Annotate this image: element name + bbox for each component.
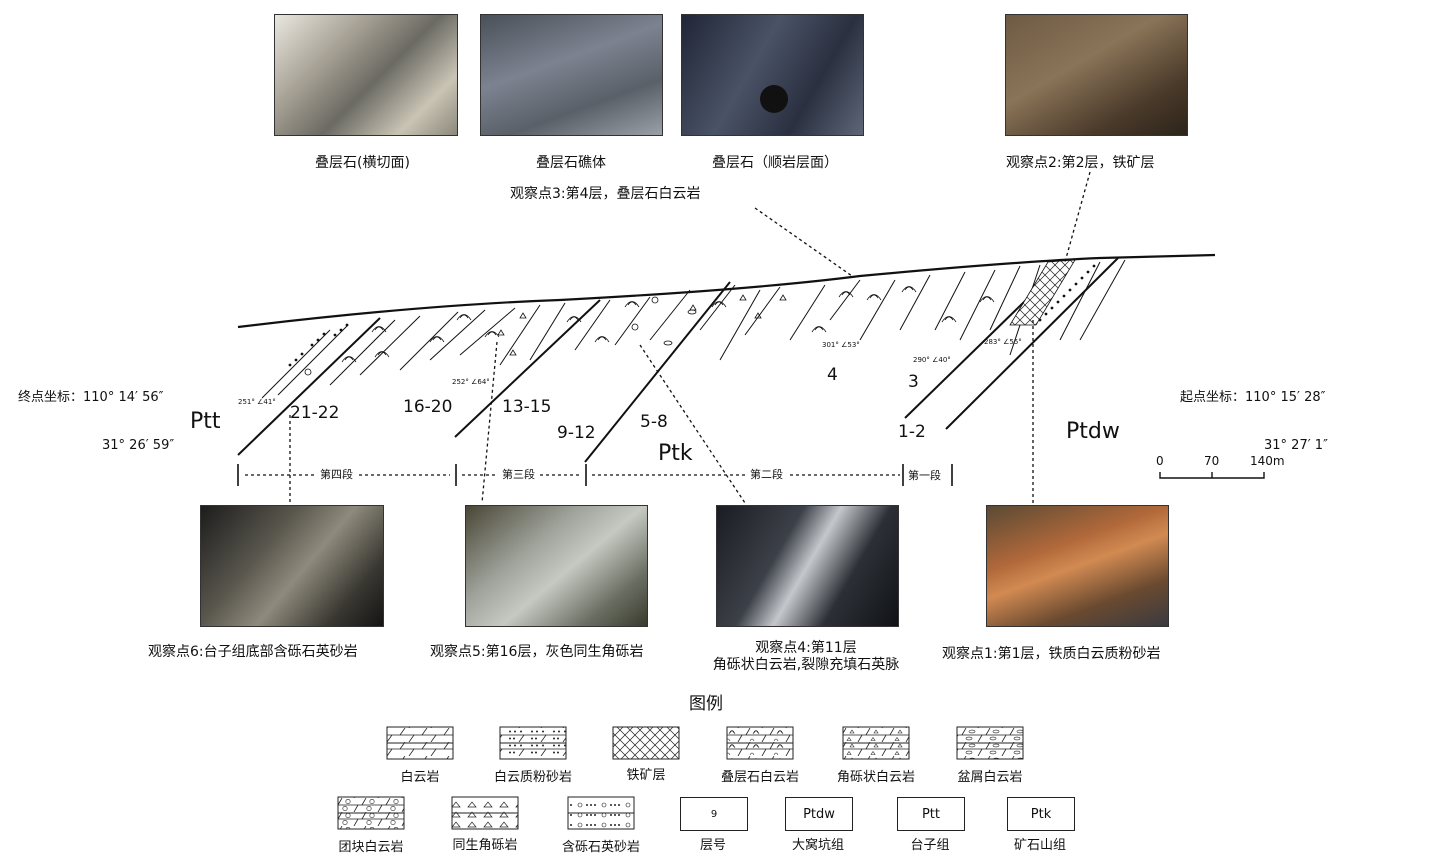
segment-1: 第一段 bbox=[904, 467, 945, 483]
legend-box-layer-number: 9 bbox=[680, 797, 748, 831]
legend-iron-layer: 铁矿层 bbox=[626, 768, 666, 783]
scale-tick-70: 70 bbox=[1204, 454, 1220, 468]
legend-patterns bbox=[337, 726, 1024, 830]
layer-16-20: 16-20 bbox=[403, 397, 453, 417]
section-symbols bbox=[304, 286, 995, 376]
legend-brecciated-dolomite: 角砾状白云岩 bbox=[836, 770, 915, 785]
caption-obs-point-2: 观察点2:第2层，铁矿层 bbox=[1006, 155, 1155, 171]
scale-tick-0: 0 bbox=[1156, 454, 1164, 468]
legend-kuangshishan-fm: 矿石山组 bbox=[1013, 838, 1066, 853]
segment-2: 第二段 bbox=[746, 466, 787, 482]
layer-1-2: 1-2 bbox=[898, 422, 926, 442]
caption-obs-point-3: 观察点3:第4层，叠层石白云岩 bbox=[510, 186, 701, 202]
layer-13-15: 13-15 bbox=[502, 397, 552, 417]
segment-3: 第三段 bbox=[498, 466, 539, 482]
formation-ptdw: Ptdw bbox=[1066, 419, 1120, 444]
terrain-line bbox=[237, 253, 1216, 329]
caption-obs-point-5: 观察点5:第16层，灰色同生角砾岩 bbox=[430, 644, 644, 660]
layer-4: 4 bbox=[827, 365, 838, 385]
photo-obs-point-1 bbox=[986, 505, 1169, 627]
caption-stromatolite-bedding: 叠层石（顺岩层面） bbox=[712, 155, 838, 171]
scale-bar bbox=[1159, 472, 1265, 479]
lens-cap-icon bbox=[760, 85, 788, 113]
photo-obs-point-6 bbox=[200, 505, 384, 627]
layer-3: 3 bbox=[908, 372, 919, 392]
attitude-2: 252° ∠64° bbox=[452, 378, 490, 386]
scale-tick-140: 140m bbox=[1250, 454, 1285, 468]
formation-ptk: Ptk bbox=[658, 441, 693, 466]
photo-obs-point-5 bbox=[465, 505, 648, 627]
legend-box-ptk: Ptk bbox=[1007, 797, 1075, 831]
photo-stromatolite-cross-section bbox=[274, 14, 458, 136]
caption-obs-point-1: 观察点1:第1层，铁质白云质粉砂岩 bbox=[942, 646, 1161, 662]
conglomerate-dots bbox=[288, 264, 1096, 367]
legend-title: 图例 bbox=[689, 694, 723, 714]
iron-layer-zone bbox=[1009, 259, 1076, 326]
legend-gravel-quartz-sandstone: 含砾石英砂岩 bbox=[561, 840, 640, 855]
start-point-coords: 起点坐标：110° 15′ 28″ 31° 27′ 1″ bbox=[1180, 390, 1328, 453]
layer-9-12: 9-12 bbox=[557, 423, 596, 443]
bedding-strokes bbox=[261, 259, 1126, 399]
legend-dolomite: 白云岩 bbox=[400, 770, 440, 785]
legend-stromatolite-dolomite: 叠层石白云岩 bbox=[720, 770, 799, 785]
legend-lump-dolomite: 团块白云岩 bbox=[338, 840, 404, 855]
caption-obs-point-4: 观察点4:第11层 角砾状白云岩,裂隙充填石英脉 bbox=[712, 640, 900, 673]
photo-iron-layer bbox=[1005, 14, 1188, 136]
legend-box-ptt: Ptt bbox=[897, 797, 965, 831]
attitude-5: 283° ∠55° bbox=[984, 338, 1022, 346]
caption-stromatolite-reef: 叠层石礁体 bbox=[536, 155, 606, 171]
legend-box-ptdw: Ptdw bbox=[785, 797, 853, 831]
caption-obs-point-6: 观察点6:台子组底部含砾石英砂岩 bbox=[148, 644, 358, 660]
legend-layer-number: 层号 bbox=[699, 838, 726, 853]
attitude-4: 290° ∠40° bbox=[913, 356, 951, 364]
photo-stromatolite-reef bbox=[480, 14, 663, 136]
photo-obs-point-4 bbox=[716, 505, 899, 627]
attitude-1: 251° ∠41° bbox=[238, 398, 276, 406]
segment-ticks bbox=[237, 464, 953, 486]
photo-stromatolite-bedding bbox=[681, 14, 864, 136]
caption-stromatolite-cross-section: 叠层石(横切面) bbox=[315, 155, 410, 171]
legend-dolomitic-siltstone: 白云质粉砂岩 bbox=[493, 770, 572, 785]
end-point-coords: 终点坐标：110° 14′ 56″ 31° 26′ 59″ bbox=[18, 390, 175, 453]
attitude-3: 301° ∠53° bbox=[822, 341, 860, 349]
layer-5-8: 5-8 bbox=[640, 412, 668, 432]
legend-dawokeng-fm: 大窝坑组 bbox=[791, 838, 844, 853]
segment-4: 第四段 bbox=[316, 466, 357, 482]
legend-basin-dolomite: 盆屑白云岩 bbox=[957, 770, 1023, 785]
layer-21-22: 21-22 bbox=[290, 403, 340, 423]
contact-lines bbox=[237, 257, 1119, 463]
formation-ptt: Ptt bbox=[190, 409, 221, 434]
legend-taizi-fm: 台子组 bbox=[910, 838, 950, 853]
legend-syngenetic-breccia: 同生角砾岩 bbox=[452, 838, 518, 853]
